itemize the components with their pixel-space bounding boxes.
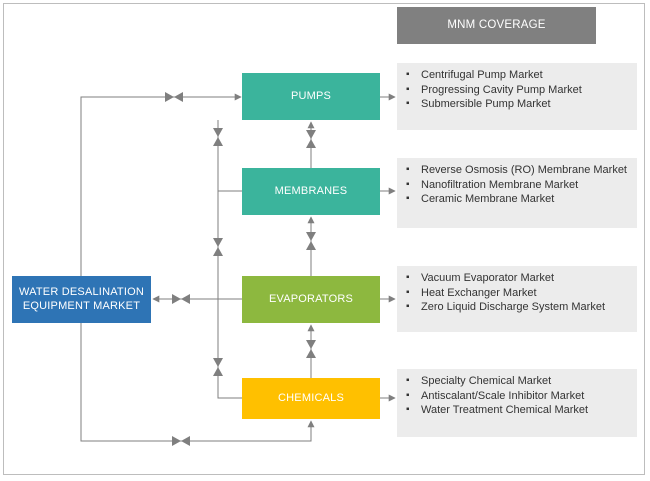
list-item: Nanofiltration Membrane Market [405, 178, 631, 193]
valve-icon [213, 128, 223, 146]
list-item: Ceramic Membrane Market [405, 192, 631, 207]
membranes-box: MEMBRANES [242, 168, 380, 215]
connector-rail-lower [217, 191, 242, 399]
evaporators-coverage-panel: Vacuum Evaporator Market Heat Exchanger … [397, 266, 637, 332]
evaporators-box: EVAPORATORS [242, 276, 380, 323]
pumps-box: PUMPS [242, 73, 380, 120]
list-item: Heat Exchanger Market [405, 286, 631, 301]
diagram-frame [3, 3, 645, 475]
valve-icon [172, 294, 190, 304]
valve-icon [306, 232, 316, 250]
chemicals-coverage-panel: Specialty Chemical Market Antiscalant/Sc… [397, 369, 637, 437]
valve-icon [165, 92, 183, 102]
list-item: Centrifugal Pump Market [405, 68, 631, 83]
list-item: Zero Liquid Discharge System Market [405, 300, 631, 315]
main-market-box: WATER DESALINATION EQUIPMENT MARKET [12, 276, 151, 323]
membranes-coverage-panel: Reverse Osmosis (RO) Membrane Market Nan… [397, 158, 637, 228]
list-item: Submersible Pump Market [405, 97, 631, 112]
list-item: Water Treatment Chemical Market [405, 403, 631, 418]
valve-icon [306, 340, 316, 358]
connector-main-to-pumps [80, 93, 242, 276]
connector-main-to-chemicals [80, 323, 315, 442]
list-item: Antiscalant/Scale Inhibitor Market [405, 389, 631, 404]
pumps-coverage-panel: Centrifugal Pump Market Progressing Cavi… [397, 63, 637, 130]
chemicals-box: CHEMICALS [242, 378, 380, 419]
connector-rail-upper [217, 120, 242, 192]
list-item: Progressing Cavity Pump Market [405, 83, 631, 98]
valve-icon [172, 436, 190, 446]
valve-icon [213, 238, 223, 256]
valve-icons [165, 92, 316, 446]
list-item: Vacuum Evaporator Market [405, 271, 631, 286]
list-item: Reverse Osmosis (RO) Membrane Market [405, 163, 631, 178]
valve-icon [213, 358, 223, 376]
coverage-header: MNM COVERAGE [397, 7, 596, 44]
list-item: Specialty Chemical Market [405, 374, 631, 389]
valve-icon [306, 130, 316, 148]
